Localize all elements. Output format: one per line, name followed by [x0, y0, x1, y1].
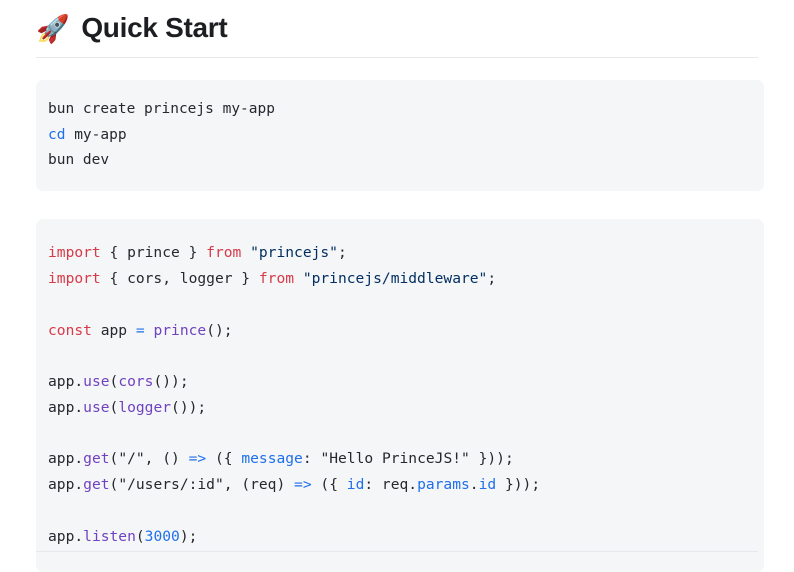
code-token: ( — [109, 450, 119, 468]
code-token: : req. — [364, 476, 418, 494]
code-line: app.get("/users/:id", (req) => ({ id: re… — [36, 472, 764, 498]
code-token: app. — [48, 450, 84, 468]
code-token: cors — [118, 373, 154, 391]
code-token: "princejs/middleware" — [302, 269, 488, 287]
code-token: ({ — [206, 450, 242, 468]
code-token — [241, 244, 250, 261]
code-token: , () — [144, 450, 189, 468]
code-line: bun create princejs my-app — [36, 97, 764, 123]
code-token: from — [258, 269, 295, 287]
code-token: id — [346, 476, 365, 494]
code-token: import — [48, 244, 101, 262]
code-line — [36, 421, 764, 447]
code-token: })); — [496, 476, 541, 494]
code-line — [36, 292, 764, 318]
code-token: app — [91, 321, 136, 339]
code-token: from — [206, 244, 242, 262]
code-line: app.use(cors()); — [36, 369, 764, 395]
code-token: import — [48, 269, 101, 287]
code-line: app.get("/", () => ({ message: "Hello Pr… — [36, 446, 764, 472]
code-token: app. — [48, 398, 84, 416]
code-token: id — [478, 476, 497, 494]
section-divider — [36, 551, 758, 552]
code-token: ({ — [311, 476, 347, 494]
code-token: 3000 — [144, 527, 180, 545]
code-token: app. — [48, 373, 84, 391]
code-token: { cors, logger } — [100, 269, 259, 287]
code-token: })); — [469, 450, 514, 468]
code-line: import { cors, logger } from "princejs/m… — [36, 266, 764, 292]
code-token: "princejs" — [250, 244, 338, 262]
code-token: ( — [135, 527, 145, 545]
code-token: ()); — [171, 398, 207, 416]
code-token: "Hello PrinceJS!" — [320, 450, 470, 468]
code-token: listen — [83, 527, 136, 545]
code-token: ( — [109, 398, 119, 416]
code-token: prince — [153, 321, 207, 339]
code-token: ; — [487, 269, 497, 287]
code-token: cd — [48, 126, 66, 143]
code-token: bun dev — [48, 152, 110, 169]
title-divider — [36, 57, 758, 58]
code-token: => — [188, 450, 207, 468]
code-token: ; — [337, 244, 347, 262]
code-token: params — [417, 476, 470, 494]
code-token: use — [83, 398, 110, 416]
code-line: bun dev — [36, 148, 764, 174]
code-token: bun create princejs my-app — [48, 101, 275, 117]
code-line: const app = prince(); — [36, 318, 764, 344]
code-token: (); — [206, 321, 233, 339]
code-token: ()); — [153, 373, 189, 391]
code-token: = — [135, 321, 145, 339]
page-title-text: Quick Start — [81, 12, 228, 43]
code-token: message — [241, 450, 303, 468]
code-token: logger — [118, 398, 172, 416]
code-line — [36, 343, 764, 369]
code-line: import { prince } from "princejs"; — [36, 240, 764, 266]
code-token: ( — [109, 373, 119, 391]
code-token — [294, 270, 303, 287]
code-token: const — [48, 321, 92, 339]
code-token: : — [302, 450, 321, 468]
code-line: cd my-app — [36, 123, 764, 149]
code-line: app.use(logger()); — [36, 395, 764, 421]
code-token: ( — [109, 476, 119, 494]
code-line — [36, 498, 764, 524]
code-token: app. — [48, 476, 84, 494]
code-token: my-app — [65, 126, 127, 143]
code-token: use — [83, 373, 110, 391]
code-token: ); — [179, 527, 198, 545]
code-token: get — [83, 450, 110, 468]
code-line: app.listen(3000); — [36, 524, 764, 550]
code-token: "/users/:id" — [118, 476, 224, 494]
code-token: "/" — [118, 450, 145, 468]
page-title: 🚀 Quick Start — [28, 0, 766, 48]
code-token: . — [469, 476, 479, 494]
code-token: get — [83, 476, 110, 494]
code-token: { prince } — [100, 244, 207, 262]
code-token: app. — [48, 527, 84, 545]
typescript-code-block[interactable]: import { prince } from "princejs";import… — [36, 219, 764, 572]
quick-start-page: 🚀 Quick Start bun create princejs my-app… — [28, 0, 766, 552]
code-token: , (req) — [223, 476, 295, 494]
code-token: => — [294, 476, 312, 494]
shell-code-block[interactable]: bun create princejs my-app cd my-app bun d… — [36, 80, 764, 192]
rocket-icon: 🚀 — [36, 13, 70, 44]
